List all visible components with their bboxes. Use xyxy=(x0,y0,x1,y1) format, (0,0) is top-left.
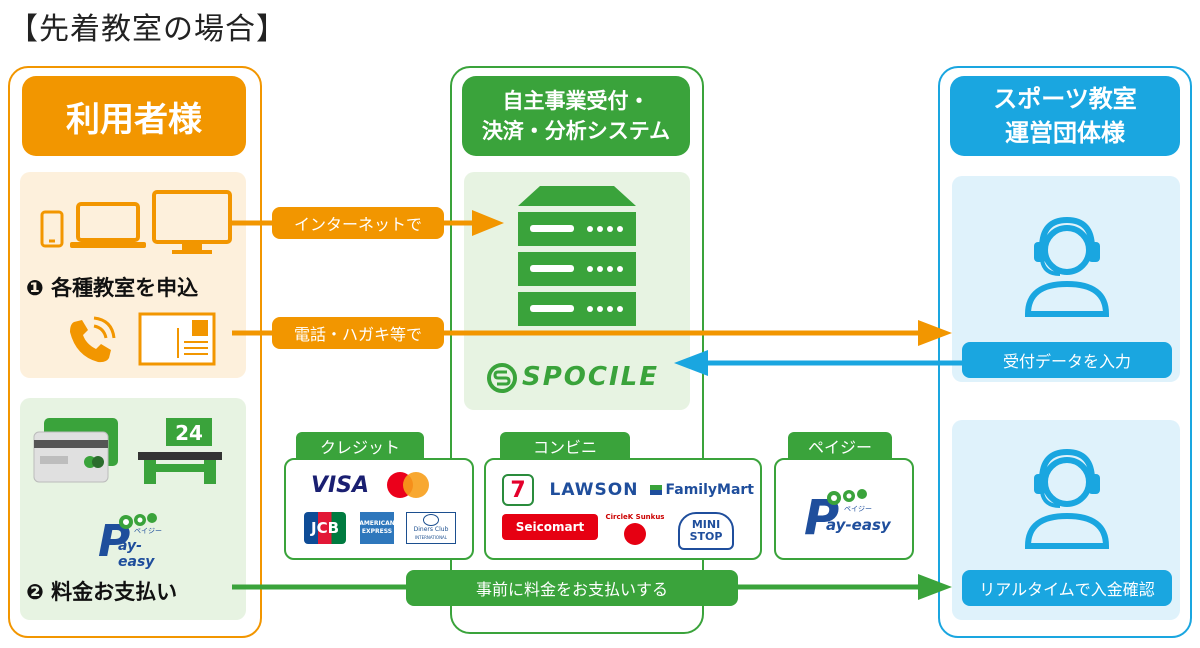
diners-logo: Diners Club INTERNATIONAL xyxy=(406,512,456,544)
convenience-store-icon: 24 xyxy=(138,418,222,484)
convenience-tag: コンビニ xyxy=(500,432,630,460)
credit-tag: クレジット xyxy=(296,432,424,460)
system-header-line1: 自主事業受付・ xyxy=(502,89,650,113)
system-header-line2: 決済・分析システム xyxy=(481,119,671,143)
amex-logo: AMERICAN EXPRESS xyxy=(359,512,395,544)
step1-label: ❶ 各種教室を申込 xyxy=(26,276,199,300)
familymart-logo: FamilyMart xyxy=(650,478,754,502)
payeasy-small: ペイジー xyxy=(844,505,872,513)
prepay-pill: 事前に料金をお支払いする xyxy=(406,570,738,606)
ministop-line2: STOP xyxy=(689,530,723,543)
user-payeasy-text: ay-easy xyxy=(118,538,155,570)
phone-pill: 電話・ハガキ等で xyxy=(272,317,444,349)
user-payeasy-small: ペイジー xyxy=(134,527,162,535)
seven-eleven-logo: 7 xyxy=(502,474,534,506)
ministop-logo: MINI STOP xyxy=(678,512,734,550)
payeasy-text: ay-easy xyxy=(826,516,891,534)
ministop-line1: MINI xyxy=(691,518,721,531)
user-column xyxy=(8,66,262,638)
org-column xyxy=(938,66,1192,638)
payeasy-box xyxy=(774,458,914,560)
confirm-pill: リアルタイムで入金確認 xyxy=(962,570,1172,606)
server-icon xyxy=(518,186,636,326)
circlek-text: CircleK Sunkus xyxy=(605,513,665,521)
step2-label: ❷ 料金お支払い xyxy=(26,580,178,604)
spocile-mark-icon xyxy=(487,363,517,393)
internet-pill: インターネットで xyxy=(272,207,444,239)
system-column xyxy=(450,66,704,634)
payeasy-logo: P ペイジー ay-easy xyxy=(802,476,892,546)
amex-line2: EXPRESS xyxy=(361,528,393,535)
jcb-logo: JCB xyxy=(304,512,346,544)
user-payeasy-logo: P ペイジー ay-easy xyxy=(96,502,176,570)
visa-logo: VISA xyxy=(310,472,370,498)
phone-icon xyxy=(70,316,116,363)
postcard-icon xyxy=(138,312,216,366)
lawson-logo: LAWSON xyxy=(549,480,639,500)
user-header-text: 利用者様 xyxy=(66,99,202,140)
server-panel xyxy=(464,172,690,410)
diners-line2: INTERNATIONAL xyxy=(414,535,448,540)
devices-icon xyxy=(40,190,232,254)
operator-icon-2 xyxy=(1024,448,1110,549)
credit-card-icon xyxy=(33,418,118,483)
circlek-logo: CircleK Sunkus xyxy=(606,510,664,548)
familymart-mark-icon xyxy=(650,485,662,495)
spocile-brand: SPOCILE xyxy=(522,362,659,392)
input-arrow xyxy=(674,350,962,376)
payeasy-tag: ペイジー xyxy=(788,432,892,460)
org-header: スポーツ教室 運営団体様 xyxy=(950,76,1180,156)
diners-line1: Diners Club xyxy=(413,526,449,533)
system-header: 自主事業受付・ 決済・分析システム xyxy=(462,76,690,156)
diners-mark-icon xyxy=(423,514,439,526)
operator-icon xyxy=(1024,216,1110,317)
input-pill: 受付データを入力 xyxy=(962,342,1172,378)
amex-line1: AMERICAN xyxy=(359,520,395,527)
circlek-mark-icon xyxy=(624,523,646,545)
familymart-text: FamilyMart xyxy=(665,482,754,498)
page-title: 【先着教室の場合】 xyxy=(8,12,287,47)
store-number: 24 xyxy=(175,421,203,445)
org-header-line1: スポーツ教室 xyxy=(993,85,1137,113)
seicomart-logo: Seicomart xyxy=(502,514,598,540)
user-header: 利用者様 xyxy=(22,76,246,156)
mastercard-logo xyxy=(387,472,429,498)
org-header-line2: 運営団体様 xyxy=(1005,119,1125,147)
